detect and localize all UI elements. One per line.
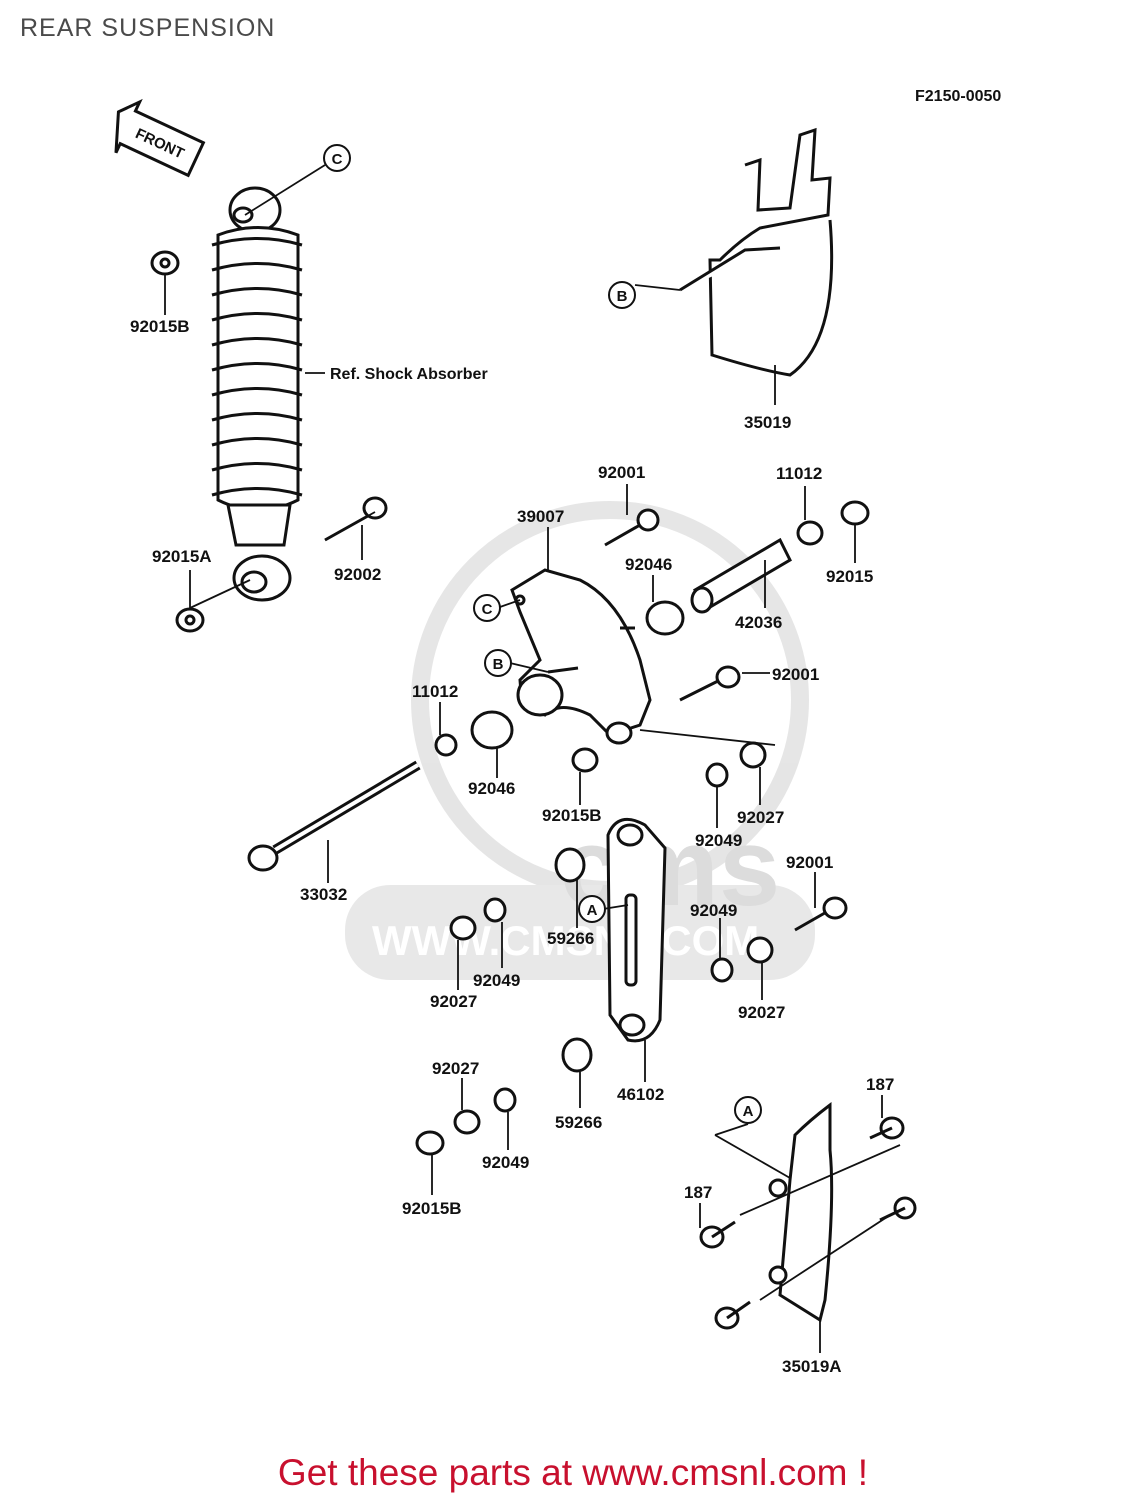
part-label: 35019 [744, 413, 791, 432]
part-label: 92015 [826, 567, 873, 586]
part-label: 42036 [735, 613, 782, 632]
chain-guard-35019 [679, 127, 834, 377]
part-label: 92002 [334, 565, 381, 584]
leader-lines [164, 164, 901, 1353]
figure-code: F2150-0050 [915, 88, 1001, 105]
part-label: 92027 [737, 808, 784, 827]
svg-text:C: C [332, 151, 343, 168]
small-parts [415, 500, 870, 1156]
svg-text:B: B [617, 288, 628, 305]
callout-a-mid: A [578, 895, 606, 923]
bolt-92002 [324, 496, 388, 542]
part-label: 92049 [473, 971, 520, 990]
watermark-logo: cms WWW.CMSNL.COM [345, 501, 815, 980]
front-arrow-icon: FRONT [114, 98, 206, 178]
part-label: 92001 [598, 463, 645, 482]
part-labels: 92015B 92015A 92002 35019 92001 11012 39… [130, 317, 894, 1376]
part-label: 92027 [430, 992, 477, 1011]
callout-c-top: C [323, 144, 351, 172]
part-label: 92001 [786, 853, 833, 872]
part-label: 33032 [300, 885, 347, 904]
part-label: 92015B [130, 317, 190, 336]
part-label: 11012 [412, 682, 458, 701]
ref-shock-absorber: Ref. Shock Absorber [330, 366, 488, 383]
part-label: 92027 [738, 1003, 785, 1022]
callout-b-mid: B [484, 649, 512, 677]
part-label: 35019A [782, 1357, 842, 1376]
part-label: 59266 [555, 1113, 602, 1132]
part-label: 92001 [772, 665, 819, 684]
part-label: 92027 [432, 1059, 479, 1078]
svg-text:B: B [493, 656, 504, 673]
part-label: 92046 [468, 779, 515, 798]
nut-92015a [175, 607, 205, 633]
part-label: 187 [866, 1075, 894, 1094]
callout-b-top: B [608, 281, 636, 309]
svg-text:A: A [743, 1103, 754, 1120]
part-label: 187 [684, 1183, 712, 1202]
part-label: 92015B [402, 1199, 462, 1218]
footer-link[interactable]: Get these parts at www.cmsnl.com ! [277, 1452, 869, 1493]
part-label: 11012 [776, 464, 822, 483]
part-label: 92049 [695, 831, 742, 850]
part-label: 46102 [617, 1085, 664, 1104]
part-label: 92049 [690, 901, 737, 920]
bolt-33032 [247, 760, 421, 872]
part-label: 59266 [547, 929, 594, 948]
parts-diagram: cms WWW.CMSNL.COM F2150-0050 FRONT [114, 88, 1001, 1376]
callout-c-mid: C [473, 594, 501, 622]
callout-a-bottom: A [734, 1096, 762, 1124]
watermark-url: WWW.CMSNL.COM [372, 917, 759, 964]
svg-text:C: C [482, 601, 493, 618]
part-label: 92046 [625, 555, 672, 574]
part-label: 92015B [542, 806, 602, 825]
page-title: REAR SUSPENSION [20, 14, 276, 42]
nut-92015b-top [150, 250, 180, 276]
link-46102 [606, 817, 667, 1043]
collar-42036 [690, 537, 792, 614]
part-label: 39007 [517, 507, 564, 526]
svg-text:A: A [587, 902, 598, 919]
shock-absorber [211, 186, 303, 602]
part-label: 92015A [152, 547, 212, 566]
part-label: 92049 [482, 1153, 529, 1172]
rocker-arm-39007 [510, 568, 652, 737]
guard-35019a [699, 1101, 917, 1330]
